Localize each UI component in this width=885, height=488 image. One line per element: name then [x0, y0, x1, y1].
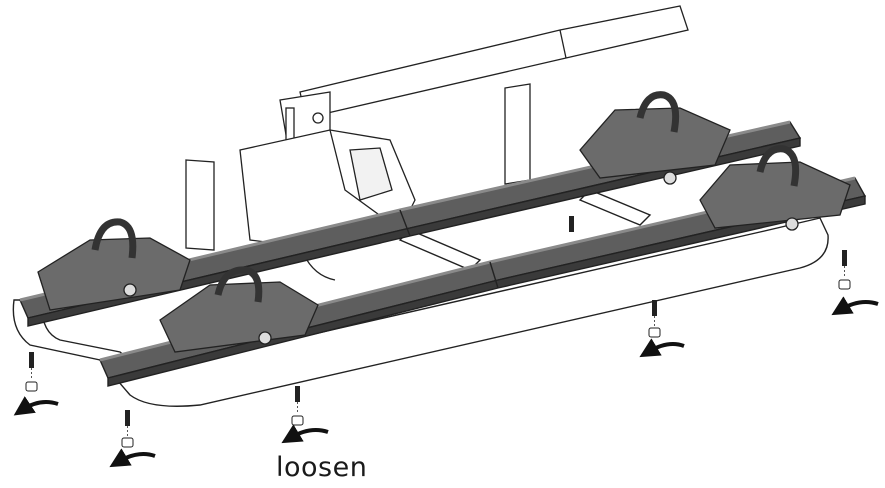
instruction-caption: loosen: [276, 452, 368, 483]
rack-posts: [185, 83, 531, 251]
wheel-holder-4: [699, 145, 851, 231]
bolt-icon: [569, 216, 574, 232]
bolt-icon: [29, 352, 34, 368]
bolt-icon: [842, 250, 847, 266]
wheel-holder-3: [579, 91, 731, 185]
bolt-group-6: [831, 250, 879, 316]
rotate-ccw-arrow-icon: [831, 296, 879, 316]
wheel-holder-1: [37, 218, 191, 311]
nut-icon: [648, 327, 661, 338]
nut-icon: [291, 415, 304, 426]
nut-icon: [25, 381, 38, 392]
nut-icon: [838, 279, 851, 290]
bolt-group-4: [569, 216, 574, 232]
bolt-group-5: [639, 300, 685, 358]
wheel-holder-2: [159, 266, 319, 353]
bolt-group-3: [281, 386, 329, 444]
bolt-icon: [295, 386, 300, 402]
bolt-group-2: [109, 410, 156, 468]
nut-icon: [121, 437, 134, 448]
rotate-ccw-arrow-icon: [281, 424, 329, 444]
rotate-ccw-arrow-icon: [109, 448, 156, 468]
rotate-ccw-arrow-icon: [13, 396, 59, 416]
bolt-icon: [125, 410, 130, 426]
bolt-group-1: [13, 352, 59, 416]
rotate-ccw-arrow-icon: [639, 338, 685, 358]
bolt-icon: [652, 300, 657, 316]
